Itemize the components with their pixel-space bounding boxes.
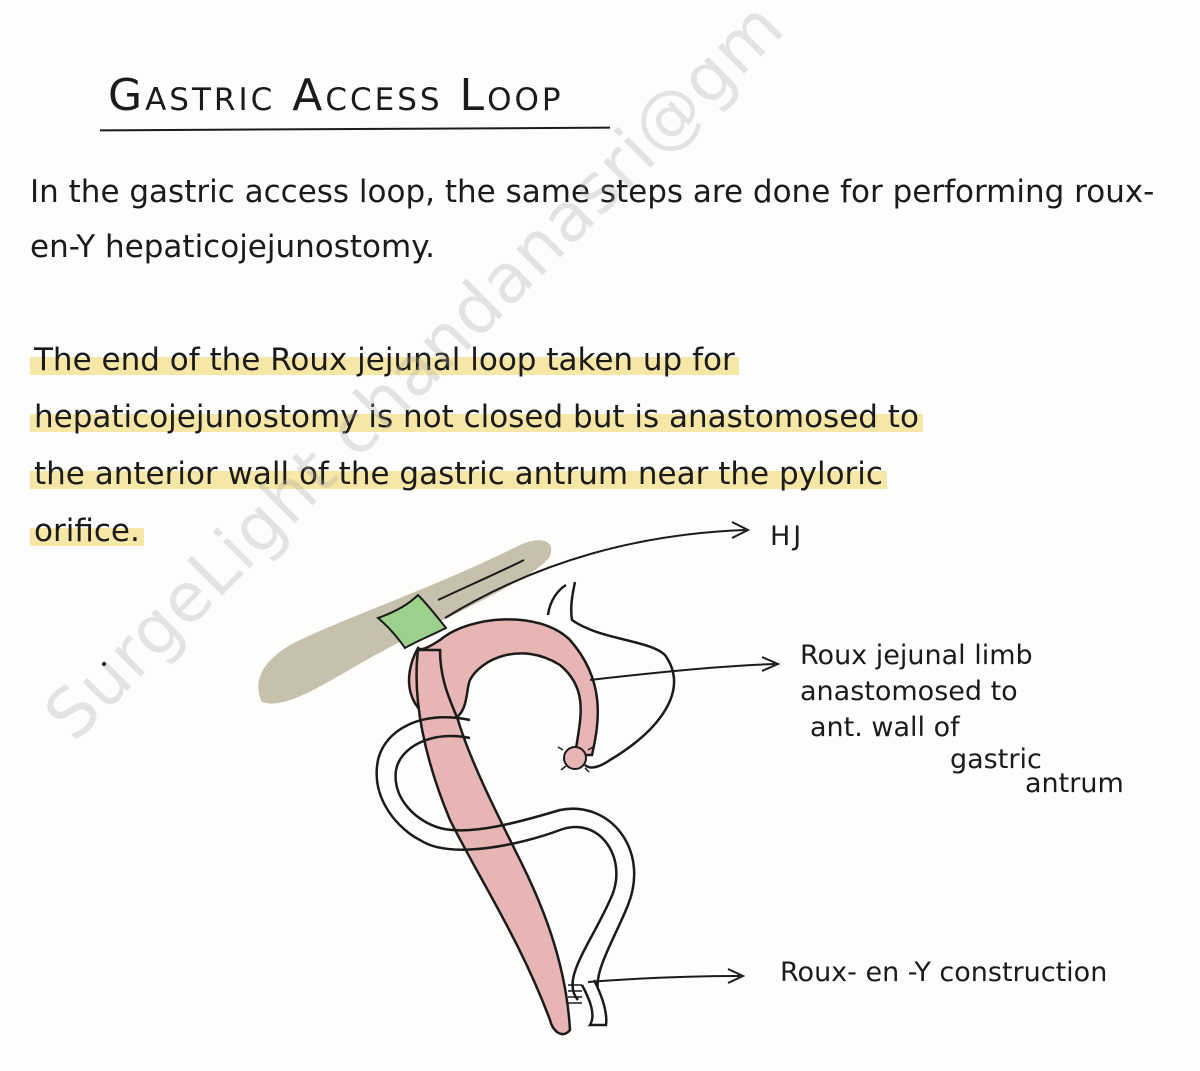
highlighted-line-4: orifice.: [30, 513, 144, 549]
page-title: Gastric Access Loop: [108, 70, 564, 121]
jejunal-loop: [375, 716, 636, 1001]
stray-dot: [102, 662, 106, 666]
roux-limb-label: Roux jejunal limb anastomosed to ant. wa…: [800, 638, 1180, 802]
intro-paragraph: In the gastric access loop, the same ste…: [30, 174, 1155, 265]
hj-arrowhead: [731, 521, 751, 539]
highlighted-line-1: The end of the Roux jejunal loop taken u…: [30, 342, 739, 378]
highlighted-line-3: the anterior wall of the gastric antrum …: [30, 456, 887, 492]
gastric-anastomosis: [563, 746, 587, 770]
roux-limb-label-line-1: Roux jejunal limb: [800, 640, 1033, 671]
roux-limb-label-line-2: anastomosed to: [800, 676, 1018, 707]
stitch-marks: [557, 746, 594, 773]
roux-en-y-pointer: [587, 975, 741, 983]
jejunojejunostomy-stitches: [568, 984, 582, 1004]
roux-en-y-label: Roux- en -Y construction: [780, 957, 1108, 988]
roux-limb-descending: [415, 648, 572, 1036]
highlighted-paragraph: The end of the Roux jejunal loop taken u…: [30, 332, 1170, 560]
roux-limb-pointer: [589, 663, 776, 681]
roux-limb-label-line-5: antrum: [1025, 768, 1124, 799]
roux-en-y-arrowhead: [727, 968, 746, 984]
hj-anastomosis: [376, 593, 448, 650]
y-limb-stump: [580, 979, 608, 1027]
hj-pointer-line: [444, 529, 746, 619]
roux-limb-label-line-3: ant. wall of: [810, 712, 960, 743]
roux-limb-arrowhead: [761, 656, 781, 672]
hj-label: HJ: [770, 521, 805, 552]
stomach-outline: [546, 581, 676, 769]
duct-line: [437, 559, 525, 601]
roux-limb-label-line-4: gastric: [950, 744, 1042, 775]
highlighted-line-2: hepaticojejunostomy is not closed but is…: [30, 399, 923, 435]
